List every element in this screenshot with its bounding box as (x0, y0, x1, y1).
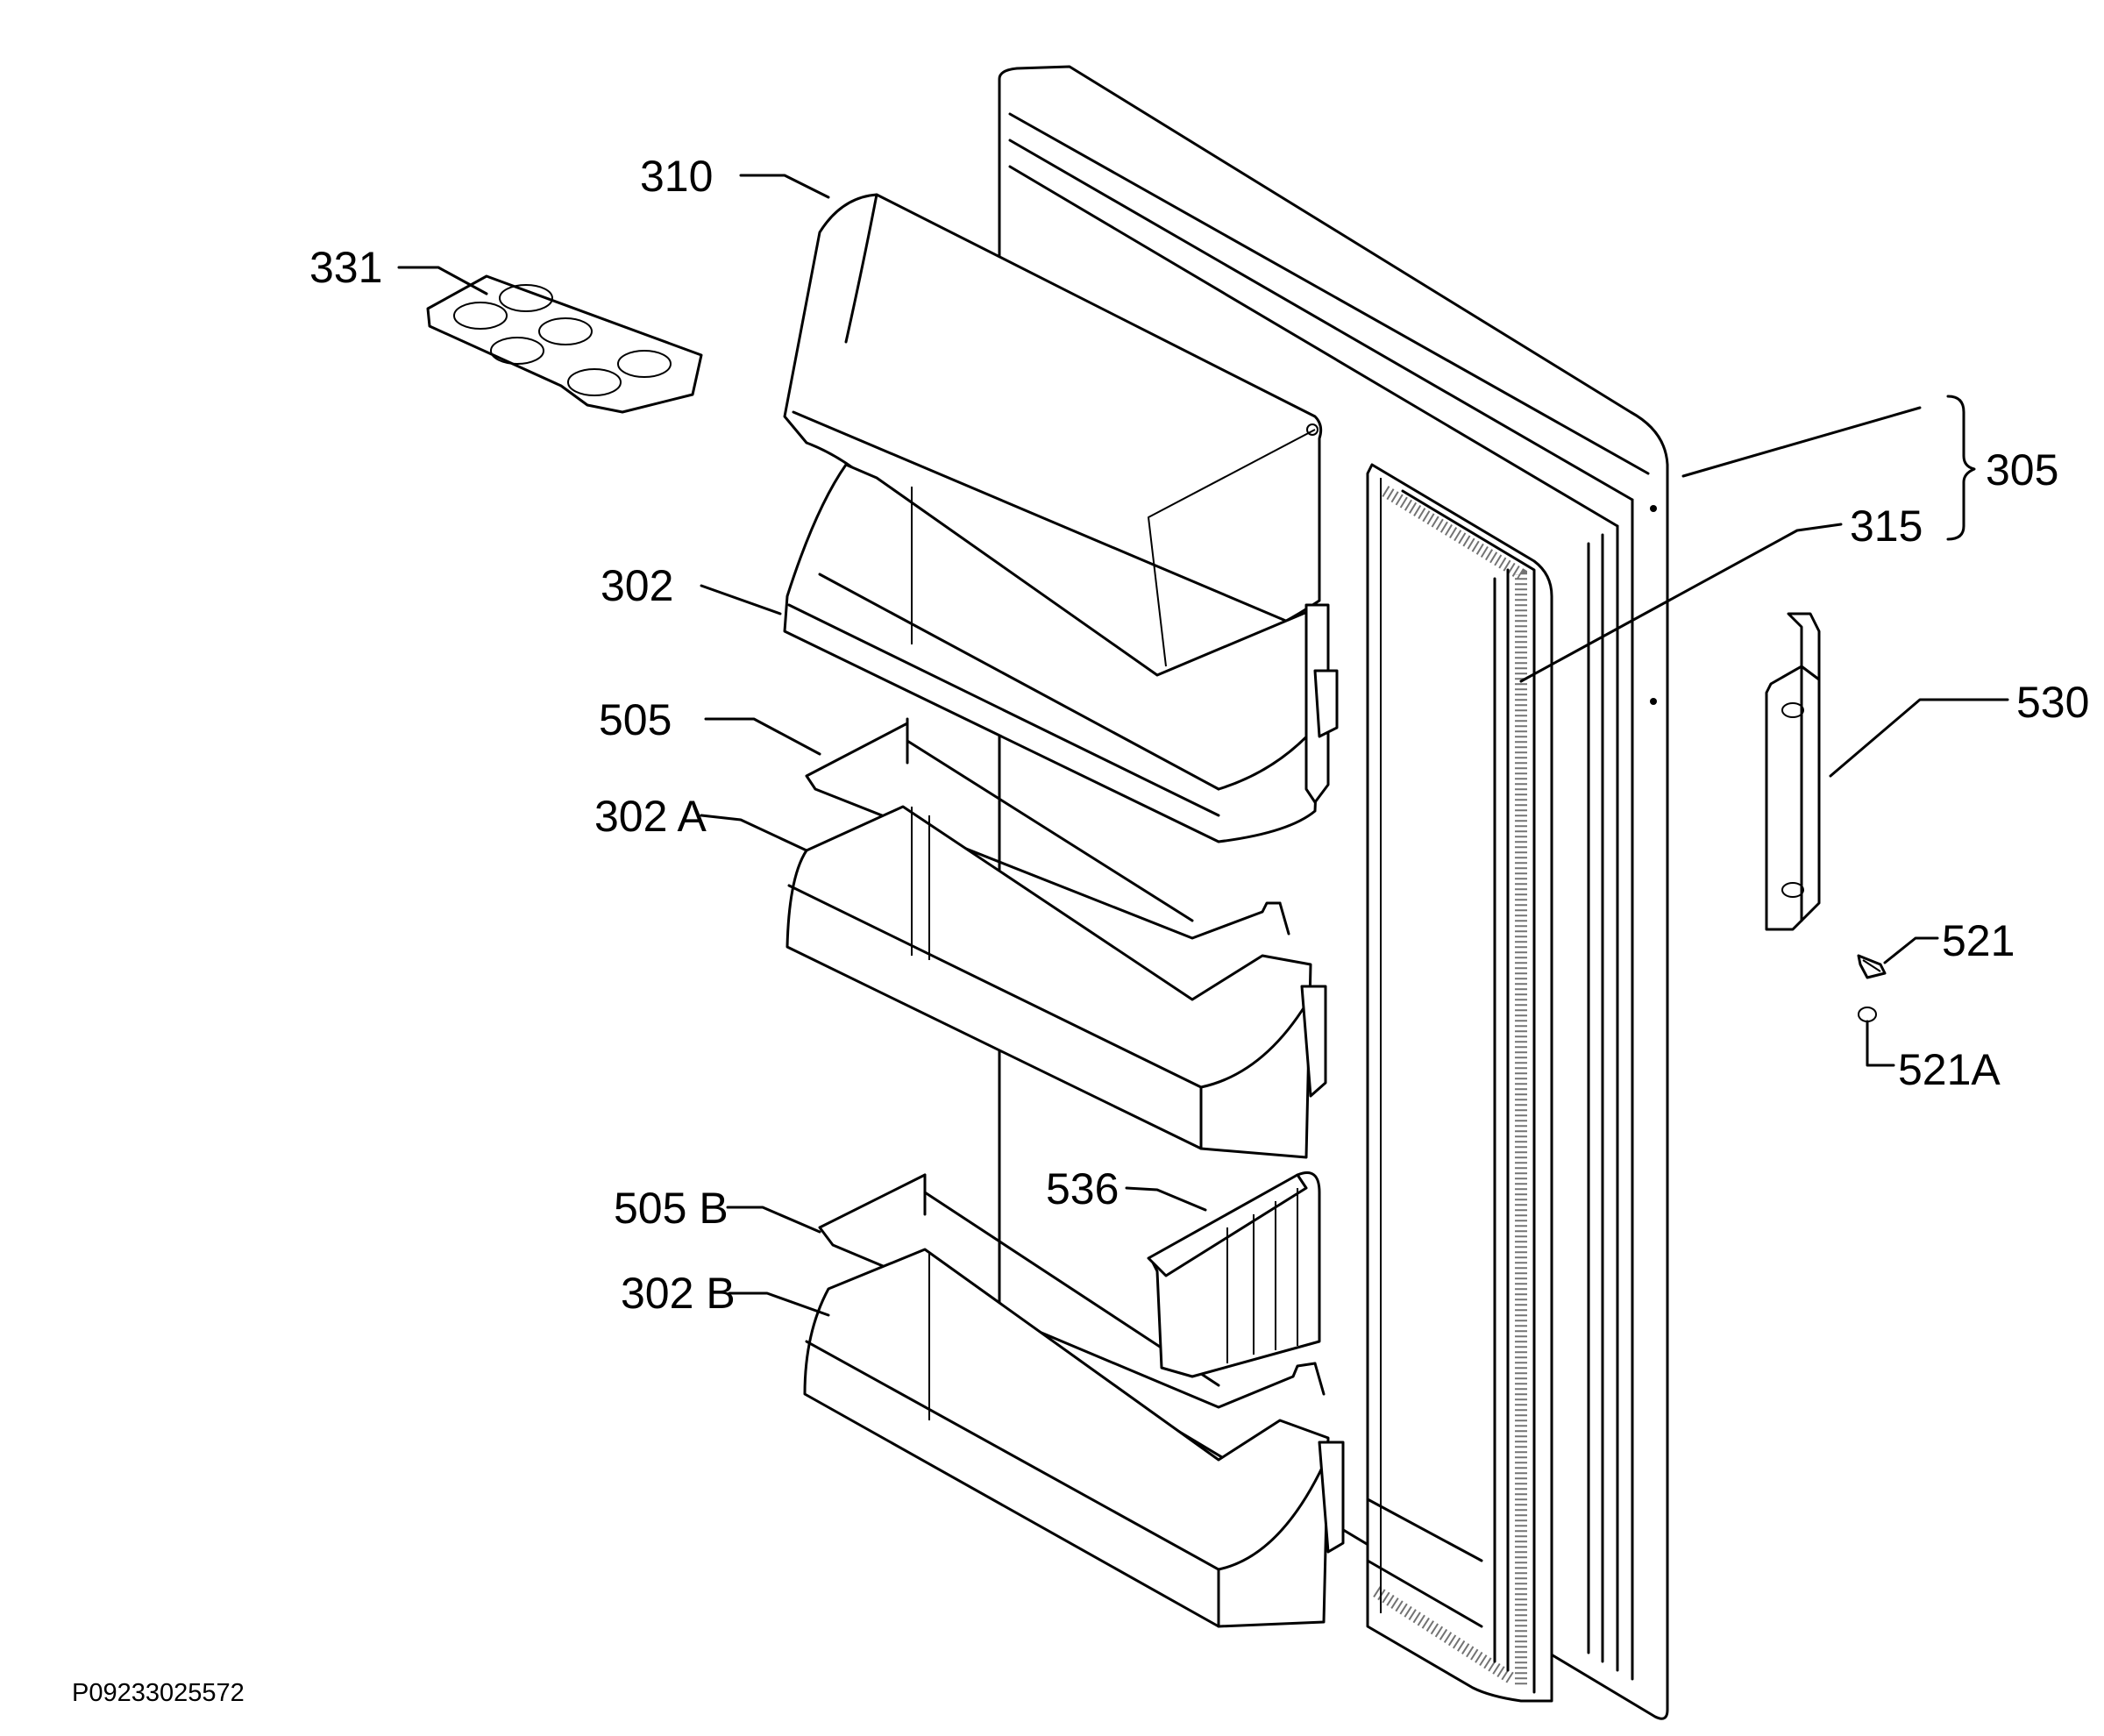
door-gasket (1366, 463, 1553, 1703)
label-310: 310 (640, 152, 713, 201)
label-505b: 505 B (614, 1184, 729, 1233)
leader-lines (397, 174, 2009, 1317)
part-labels: 310 331 302 505 302 A 505 B 302 B 536 30… (309, 152, 2089, 1318)
document-id: P09233025572 (72, 1679, 245, 1707)
label-305: 305 (1986, 445, 2058, 494)
label-521: 521 (1942, 916, 2015, 965)
bottle-divider-536 (1147, 1171, 1321, 1378)
egg-tray (426, 274, 703, 414)
label-302: 302 (601, 561, 673, 610)
label-505: 505 (599, 695, 672, 744)
label-536: 536 (1046, 1164, 1119, 1213)
door-shelf-302a (785, 805, 1327, 1159)
label-315: 315 (1850, 502, 1923, 551)
washer-521a (1858, 1007, 1877, 1022)
butter-compartment-tray (783, 463, 1339, 843)
door-handle-530 (1765, 612, 1821, 931)
label-331: 331 (309, 243, 382, 292)
label-530: 530 (2016, 678, 2089, 727)
door-shelf-302b (803, 1248, 1345, 1628)
screw-521 (1857, 954, 1887, 979)
label-302b: 302 B (621, 1269, 736, 1318)
label-302a: 302 A (594, 792, 707, 841)
label-521a: 521A (1898, 1045, 2001, 1094)
bottle-bar-505 (805, 717, 1290, 940)
